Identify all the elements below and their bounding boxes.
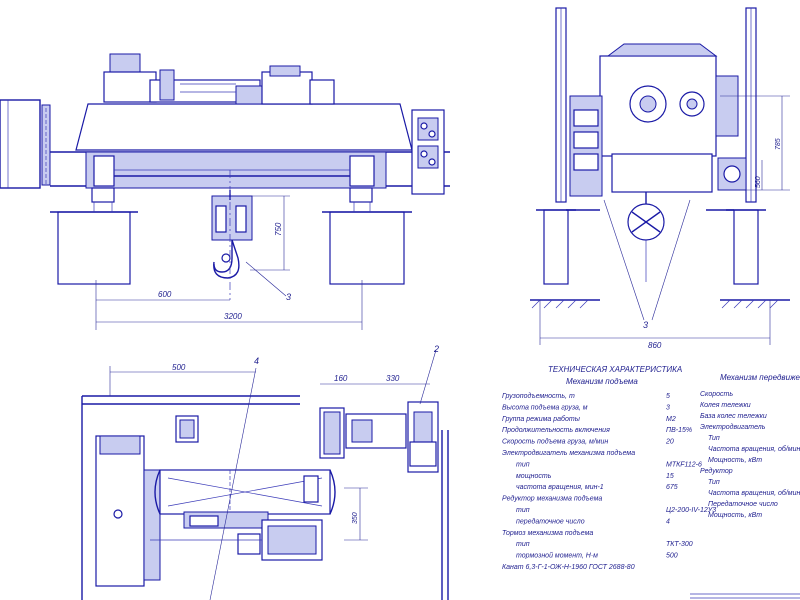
spec-right-label: Колея тележки (700, 402, 751, 409)
spec-left-value: МТКF112-6 (666, 461, 702, 468)
spec-left-value: 4 (666, 518, 670, 525)
spec-left-label: Группа режима работы (502, 415, 581, 423)
spec-left-label: Продолжительность включения (502, 426, 610, 434)
spec-left-value: Ц2-200-IV-12У3 (666, 507, 716, 514)
spec-left-label: Канат 6,3-Г-1-ОЖ-Н-1960 ГОСТ 2688-80 (502, 564, 635, 571)
dim-plan-vertical: 350 (352, 512, 359, 524)
spec-left-label: Скорость подъема груза, м/мин (502, 438, 608, 446)
spec-right-label: Мощность, кВт (708, 457, 762, 464)
side-view (530, 7, 790, 345)
spec-block (690, 593, 800, 599)
spec-left-value: М2 (666, 416, 676, 423)
callout-drum: 4 (254, 356, 259, 366)
dim-span-bottom: 3200 (224, 312, 242, 321)
front-view (0, 53, 450, 330)
spec-left-label: Электродвигатель механизма подъема (502, 449, 635, 457)
dim-lift-height: 750 (274, 222, 283, 236)
spec-left-label: тип (516, 507, 530, 514)
spec-right-label: Тип (708, 435, 720, 442)
spec-left-value: 20 (665, 439, 674, 446)
dim-side-width: 860 (648, 341, 662, 350)
spec-right-label: Частота вращения, об/мин (708, 489, 800, 497)
spec-right-label: Скорость (700, 391, 733, 398)
spec-left-label: передаточное число (516, 517, 585, 525)
spec-right-label: Тип (708, 479, 720, 486)
spec-right-label: Электродвигатель (700, 423, 766, 431)
callout-drive: 2 (433, 344, 439, 354)
spec-right-label: Мощность, кВт (708, 512, 762, 519)
spec-left-label: Высота подъема груза, м (502, 403, 588, 411)
spec-left-label: Грузоподъемность, т (502, 392, 575, 400)
dim-plan-right: 330 (386, 374, 400, 383)
plan-view (81, 349, 449, 600)
dim-plan-mid: 160 (334, 374, 348, 383)
dim-side-height-top: 785 (775, 138, 782, 150)
spec-right-label: Редуктор (700, 467, 733, 475)
spec-left-value: ПВ-15% (666, 427, 692, 434)
dim-side-height-low: 560 (755, 176, 762, 188)
spec-right-label: Передаточное число (708, 500, 778, 508)
spec-left-value: 5 (666, 393, 670, 400)
spec-left-value: 3 (666, 404, 670, 411)
callout-pulley: 3 (643, 320, 648, 330)
spec-title: ТЕХНИЧЕСКАЯ ХАРАКТЕРИСТИКА (548, 365, 682, 374)
spec-left-value: 675 (666, 484, 678, 491)
spec-left-label: тормозной момент, Н·м (516, 552, 598, 560)
spec-left-label: мощность (516, 473, 552, 480)
spec-left-value: 15 (666, 473, 674, 480)
spec-right-label: Частота вращения, об/мин (708, 445, 800, 453)
spec-left-label: Редуктор механизма подъема (502, 495, 602, 503)
dim-plan-left: 500 (172, 363, 186, 372)
spec-subtitle-right: Механизм передвижения (720, 373, 800, 382)
dim-span-left: 600 (158, 290, 172, 299)
spec-left-label: частота вращения, мин-1 (516, 484, 604, 491)
spec-left-value: 500 (666, 553, 678, 560)
spec-left-value: ТКТ-300 (666, 541, 693, 548)
spec-left-label: Тормоз механизма подъема (502, 529, 593, 537)
spec-left-label: тип (516, 461, 530, 468)
callout-hook: 3 (286, 292, 291, 302)
spec-right-label: База колес тележки (700, 413, 767, 420)
spec-left-label: тип (516, 541, 530, 548)
spec-subtitle-left: Механизм подъема (566, 377, 638, 386)
